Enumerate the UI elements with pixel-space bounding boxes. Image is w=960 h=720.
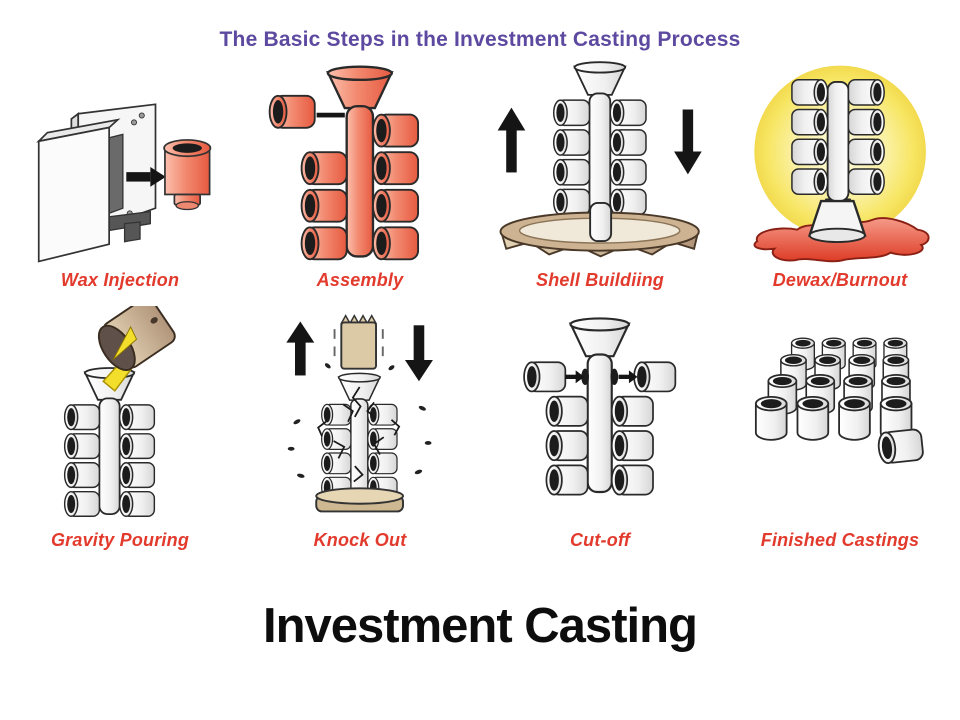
shell-building-svg	[497, 58, 703, 258]
step-assembly: Assembly	[240, 56, 480, 296]
finished-castings-svg	[754, 337, 925, 465]
step-label-knock-out: Knock Out	[313, 529, 407, 550]
shell-building-illustration	[480, 56, 720, 264]
step-gravity-pouring: Gravity Pouring	[0, 296, 240, 556]
step-label-cut-off: Cut-off	[569, 529, 631, 550]
step-finished-castings: Finished Castings	[720, 296, 960, 556]
step-label-shell-building: Shell Buildiing	[536, 269, 664, 290]
wax-injection-illustration	[0, 56, 240, 264]
step-dewax-burnout: Dewax/Burnout	[720, 56, 960, 296]
step-label-dewax-burnout: Dewax/Burnout	[772, 269, 908, 290]
assembly-illustration	[240, 56, 480, 264]
gravity-pouring-illustration	[0, 296, 240, 524]
step-knock-out: Knock Out	[240, 296, 480, 556]
assembly-svg	[268, 62, 456, 264]
step-label-gravity-pouring: Gravity Pouring	[50, 529, 190, 550]
step-label-finished-castings: Finished Castings	[760, 529, 920, 550]
step-label-assembly: Assembly	[316, 269, 404, 290]
step-cut-off: Cut-off	[480, 296, 720, 556]
finished-castings-illustration	[720, 296, 960, 524]
footer-title: Investment Casting	[263, 599, 698, 653]
knock-out-svg	[286, 314, 434, 513]
knock-out-illustration	[240, 296, 480, 524]
dewax-burnout-illustration	[720, 56, 960, 264]
step-wax-injection: Wax Injection	[0, 56, 240, 296]
dewax-burnout-svg	[753, 65, 930, 263]
process-steps-grid: Wax Injection Assembly	[0, 56, 960, 556]
gravity-pouring-svg	[28, 306, 177, 524]
step-shell-building: Shell Buildiing	[480, 56, 720, 296]
wax-injection-svg	[35, 103, 212, 263]
slide-title: The Basic Steps in the Investment Castin…	[219, 28, 741, 51]
cut-off-illustration	[480, 296, 720, 524]
cut-off-svg	[523, 312, 677, 524]
step-label-wax-injection: Wax Injection	[60, 269, 180, 290]
